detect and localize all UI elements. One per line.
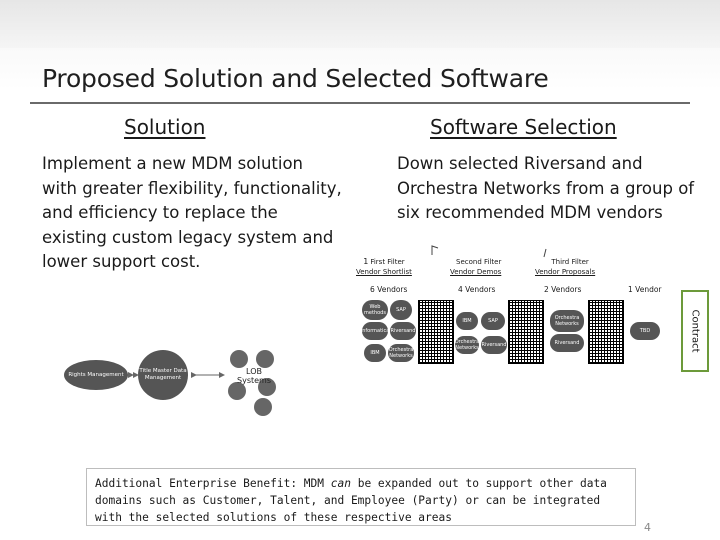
solution-header: Solution bbox=[124, 115, 206, 139]
page-number: 4 bbox=[644, 521, 651, 534]
title-rule bbox=[30, 102, 690, 104]
vendor-sap: SAP bbox=[390, 300, 412, 320]
vendor-ibm: IBM bbox=[364, 344, 386, 362]
slide-title: Proposed Solution and Selected Software bbox=[42, 64, 549, 93]
filter-grid-1 bbox=[418, 300, 454, 364]
solution-text: Implement a new MDM solution with greate… bbox=[42, 154, 342, 271]
stage2-vendor-riversand: Riversand bbox=[481, 336, 507, 354]
vendor-informatica: Informatica bbox=[361, 322, 389, 340]
stage2-vendor-orchestra: Orchestra Networks bbox=[455, 336, 479, 354]
benefit-note: Additional Enterprise Benefit: MDM can b… bbox=[86, 468, 636, 526]
stage2-vendor-ibm: IBM bbox=[456, 312, 478, 330]
lob-system-dot bbox=[228, 382, 246, 400]
lob-system-dot bbox=[256, 350, 274, 368]
second-filter-title: Second Filter bbox=[456, 258, 502, 266]
second-filter-label: Second Filter Vendor Demos bbox=[450, 257, 501, 277]
stage3-vendor-orchestra: Orchestra Networks bbox=[550, 310, 584, 332]
first-filter-number: 1 bbox=[363, 257, 369, 266]
filter-grid-3 bbox=[588, 300, 624, 364]
lob-system-dot bbox=[230, 350, 248, 368]
lob-systems-cluster bbox=[228, 348, 280, 418]
software-selection-header: Software Selection bbox=[430, 115, 617, 139]
stage2-vendor-sap: SAP bbox=[481, 312, 505, 330]
software-selection-text: Down selected Riversand and Orchestra Ne… bbox=[397, 154, 695, 222]
filter-tick-2 bbox=[431, 245, 439, 255]
lob-system-dot bbox=[258, 378, 276, 396]
third-filter-sub: Vendor Proposals bbox=[535, 268, 596, 276]
vendor-webmethods: Web methods bbox=[362, 300, 388, 320]
contract-box: Contract bbox=[681, 290, 709, 372]
vendor-riversand: Riversand bbox=[390, 322, 416, 340]
rights-management-oval: Rights Management bbox=[64, 360, 128, 390]
vendor-count-6: 6 Vendors bbox=[370, 285, 408, 294]
vendor-orchestra: Orchestra Networks bbox=[388, 344, 414, 362]
third-filter-label: Third Filter Vendor Proposals bbox=[535, 257, 595, 277]
second-filter-sub: Vendor Demos bbox=[450, 268, 502, 276]
note-text-start: Additional Enterprise Benefit: MDM bbox=[95, 477, 331, 490]
vendor-count-2: 2 Vendors bbox=[544, 285, 582, 294]
final-vendor-tbd: TBD bbox=[630, 322, 660, 340]
filter-grid-2 bbox=[508, 300, 544, 364]
lob-systems-label: LOB Systems bbox=[237, 367, 271, 385]
vendor-count-1: 1 Vendor bbox=[628, 285, 662, 294]
third-filter-title: Third Filter bbox=[551, 258, 589, 266]
top-band bbox=[0, 0, 720, 48]
title-mdm-oval: Title Master Data Management bbox=[138, 350, 188, 400]
note-text-end: be expanded out to support other data do… bbox=[95, 477, 607, 524]
lob-system-dot bbox=[254, 398, 272, 416]
first-filter-title: First Filter bbox=[370, 258, 405, 266]
note-text-emphasis: can bbox=[330, 477, 351, 490]
stage3-vendor-riversand: Riversand bbox=[550, 334, 584, 352]
first-filter-sub: Vendor Shortlist bbox=[356, 268, 412, 276]
vendor-count-4: 4 Vendors bbox=[458, 285, 496, 294]
filter-tick-3 bbox=[543, 248, 547, 258]
